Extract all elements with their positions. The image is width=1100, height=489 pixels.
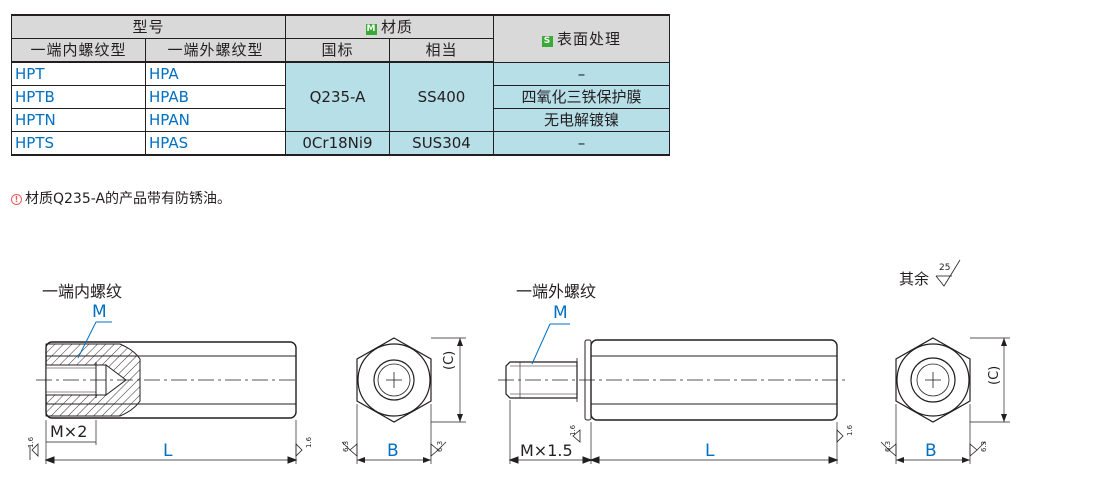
roughness-symbol-main [935,259,961,287]
surface-header-label: 表面处理 [556,29,621,48]
external-length-label: M×1.5 [520,441,573,460]
col-external-header: 一端外螺纹型 [145,38,286,63]
roughness-symbol [572,429,581,443]
roughness-symbol [295,443,303,457]
thread-label-external: M [553,303,568,323]
table-row: HPT HPA Q235-A SS400 – [11,61,670,132]
internal-depth-label: M×2 [50,422,88,441]
internal-thread-side-view [36,321,298,464]
table-row: HPTN HPAN 无电解镀镍 [11,108,670,132]
roughness-symbol [836,429,844,443]
surface-value: – [493,61,670,86]
col-internal-header: 一端内螺纹型 [11,38,146,63]
note-text: 材质Q235-A的产品带有防锈油。 [25,191,232,207]
internal-code: HPTN [11,108,146,132]
internal-thread-end-view [356,337,466,464]
thread-label-internal: M [92,302,107,322]
surface-value: 无电解镀镍 [493,108,670,132]
external-drawing-title: 一端外螺纹 [516,282,597,301]
width-label-external: B [925,441,937,461]
col-gb-header: 国标 [285,38,390,63]
roughness-symbol [969,441,986,457]
surface-value: 四氧化三铁保护膜 [493,85,670,109]
material-gb: 0Cr18Ni9 [285,131,390,156]
roughness-symbol [430,441,447,457]
length-label-internal: L [163,441,173,461]
internal-code: HPT [11,61,146,86]
roughness-main-value: 25 [939,263,951,273]
internal-drawing-title: 一端内螺纹 [42,282,123,301]
surface-tag-icon: S [541,35,553,47]
internal-code: HPTS [11,131,146,156]
roughness-symbol [341,441,358,457]
surface-rest-label: 其余 [899,270,930,288]
material-note: !材质Q235-A的产品带有防锈油。 [11,190,231,208]
table-row: HPTS HPAS 0Cr18Ni9 SUS304 – [11,131,670,156]
material-gb: Q235-A [285,61,390,132]
material-equiv: SS400 [389,61,494,132]
model-header: 型号 [11,14,286,39]
external-code: HPAS [145,131,286,156]
internal-code: HPTB [11,85,146,109]
surface-roughness-symbols [29,259,986,460]
warning-icon: ! [11,194,22,205]
material-equiv: SUS304 [389,131,494,156]
external-code: HPAN [145,108,286,132]
roughness-symbol [29,443,39,460]
length-label-external: L [705,441,715,461]
material-header-label: 材质 [380,18,413,36]
external-thread-end-view [895,337,1010,464]
roughness-symbol [880,441,897,457]
table-row: HPTB HPAB 四氧化三铁保护膜 [11,85,670,109]
material-tag-icon: M [365,24,377,35]
external-thread-side-view [498,323,845,464]
surface-value: – [493,131,670,156]
width-label-internal: B [387,441,399,461]
col-equiv-header: 相当 [389,38,494,63]
